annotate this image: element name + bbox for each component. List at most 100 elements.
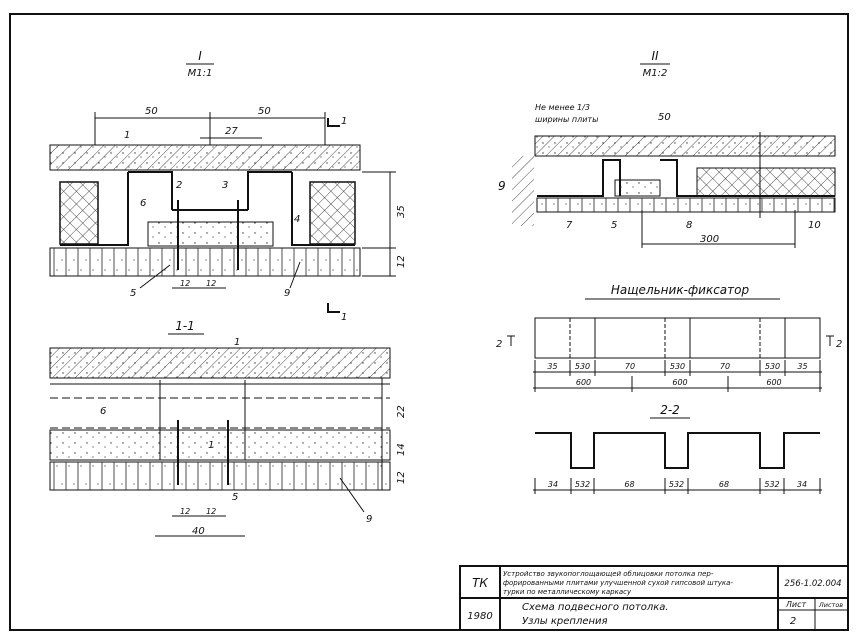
fixator-dim-label: 530	[670, 362, 685, 371]
description-line-3: турки по металлическому каркасу	[503, 588, 632, 596]
fixator-dim-label: 530	[765, 362, 780, 371]
dim-12a: 12	[180, 279, 190, 288]
section-mark-top: 1	[341, 116, 347, 127]
perforated-board	[49, 247, 361, 277]
detail-2: II M1:2 Не менее 1/3 ширины плиты 50 300…	[498, 49, 836, 248]
dim-12b: 12	[206, 507, 216, 516]
dim-14: 14	[396, 443, 407, 456]
gypsum-strip	[147, 221, 274, 247]
insulation-block-right	[309, 181, 356, 245]
note-line-1: Не менее 1/3	[535, 103, 590, 112]
sheets-label: Листов	[818, 601, 843, 609]
dim-22: 22	[396, 405, 407, 418]
fixator-dim-label: 70	[720, 362, 730, 371]
concrete-slab	[534, 135, 836, 157]
screws	[177, 200, 239, 270]
detail-1-scale: M1:1	[188, 68, 213, 79]
dim-50-left: 50	[145, 106, 158, 117]
dim-12b: 12	[206, 279, 216, 288]
org-code: ТК	[472, 576, 488, 590]
label-8: 8	[686, 220, 692, 231]
metal-profile	[537, 159, 835, 197]
dim-300: 300	[700, 234, 719, 245]
label-4: 4	[294, 214, 300, 225]
description-line-2: форированными плитами улучшенной сухой г…	[503, 579, 733, 587]
dim-40: 40	[192, 526, 205, 537]
leader-line	[339, 477, 365, 513]
label-1: 1	[124, 130, 130, 141]
dimension-lines	[533, 371, 822, 389]
section-arrow-right	[826, 335, 834, 346]
title-block-grid	[460, 566, 848, 630]
layer-lines	[50, 383, 390, 429]
section-arrow-bottom	[327, 303, 340, 313]
dimension-lines-right	[172, 171, 396, 289]
fixator-outline	[534, 317, 821, 359]
section-2-2-dim-label: 34	[797, 480, 807, 489]
dim-27: 27	[225, 126, 238, 137]
section-2-2-dim-label: 68	[624, 480, 634, 489]
fixator-dim-600: 600	[766, 378, 781, 387]
label-5: 5	[611, 220, 617, 231]
fixator-dim-label: 35	[547, 362, 557, 371]
dim-50: 50	[658, 112, 671, 123]
year: 1980	[467, 611, 492, 622]
insulation-block	[696, 167, 836, 197]
label-2: 2	[176, 180, 182, 191]
label-1-bottom: 1	[208, 440, 214, 451]
concrete-slab	[49, 144, 361, 171]
section-2-2-dim-label: 532	[575, 480, 590, 489]
metal-profile	[60, 171, 355, 246]
gypsum-layer	[49, 429, 391, 461]
label-6: 6	[100, 406, 106, 417]
sheet-number: 2	[790, 616, 796, 627]
leader-lines	[139, 261, 301, 289]
detail-2-title: II	[651, 49, 659, 63]
label-10: 10	[808, 220, 821, 231]
fixator-dim-label: 70	[625, 362, 635, 371]
sheet-title-line-1: Схема подвесного потолка.	[522, 602, 669, 613]
label-7: 7	[566, 220, 573, 231]
label-6: 6	[140, 198, 146, 209]
note-line-2: ширины плиты	[535, 115, 598, 124]
wall	[512, 156, 534, 226]
concrete-slab	[49, 347, 391, 379]
sheet-frame	[9, 13, 849, 631]
dimension-lines	[94, 112, 326, 145]
detail-2-scale: M1:2	[643, 68, 668, 79]
detail-1: I M1:1 50 50 27 35 12 12 12 1 2 3 4 6 5 …	[49, 49, 407, 323]
section-arrow-left	[507, 335, 515, 346]
section-2-2-title: 2-2	[660, 403, 680, 417]
sheet-label: Лист	[785, 600, 807, 609]
section-2-2-dim-label: 34	[548, 480, 558, 489]
fixator-title: Нащельник-фиксатор	[611, 283, 750, 297]
label-1-top: 1	[234, 337, 240, 348]
label-9: 9	[284, 288, 290, 299]
fixator-dim-label: 35	[797, 362, 807, 371]
dimension-lines	[641, 132, 796, 248]
label-9: 9	[366, 514, 372, 525]
section-2-2-dim-label: 532	[764, 480, 779, 489]
description-line-1: Устройство звукопоглощающей облицовки по…	[503, 570, 714, 578]
perforated-board	[49, 461, 391, 491]
perforated-board	[536, 197, 836, 213]
fixator-profile	[535, 432, 820, 469]
dim-12a: 12	[180, 507, 190, 516]
fixator-dim-600: 600	[576, 378, 591, 387]
detail-1-title: I	[198, 49, 202, 63]
section-mark-2-left: 2	[496, 339, 502, 350]
dimension-lines	[155, 378, 383, 537]
document-code: 256-1.02.004	[784, 579, 841, 589]
section-mark-2-right: 2	[836, 339, 842, 350]
dim-12-vertical: 12	[396, 255, 407, 268]
fixator-dim-600: 600	[672, 378, 687, 387]
insulation-block-left	[59, 181, 99, 245]
section-arrow-top	[327, 118, 340, 127]
label-9: 9	[498, 179, 506, 193]
section-1-1: 1-1 22 14 12 12 12 40 1 6 1 5 9	[49, 319, 407, 537]
